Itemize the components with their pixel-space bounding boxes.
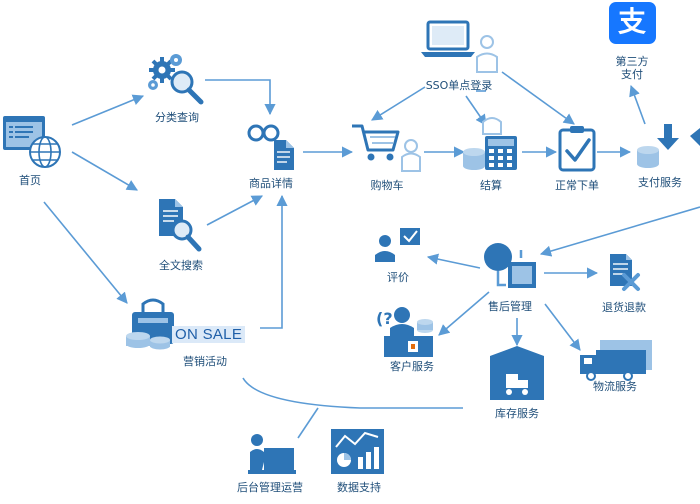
connectors (43, 71, 700, 439)
arrow-payment-to-alipay (629, 84, 646, 125)
arrow-aftersales-to-logistics (544, 303, 581, 351)
label-marketing: 营销活动 (183, 355, 227, 368)
after-sales-icon (484, 243, 536, 288)
label-customer-service: 客户服务 (390, 360, 434, 373)
return-refund-icon (610, 254, 640, 291)
label-logistics-service: 物流服务 (593, 380, 637, 393)
label-checkout: 结算 (480, 179, 502, 192)
alipay-logo-icon (609, 2, 656, 44)
calculator-coins-icon (463, 117, 517, 170)
arrow-home-to-marketing (43, 201, 128, 304)
arrow-aftersales-to-customer (438, 291, 490, 336)
label-category-query: 分类查询 (155, 111, 199, 124)
label-third-party-pay-1: 第三方 (615, 55, 649, 68)
label-place-order: 正常下单 (555, 179, 599, 192)
shopping-cart-icon (352, 124, 421, 172)
label-third-party-pay-2: 支付 (621, 68, 643, 81)
shopping-bag-icon (126, 298, 174, 350)
warehouse-icon (490, 346, 544, 400)
gear-magnifier-icon (148, 54, 204, 105)
label-sso-login: SSO单点登录 (425, 79, 493, 92)
product-detail-icon (247, 124, 294, 170)
alipay-glyph: 支 (617, 5, 647, 38)
clipboard-check-icon (558, 126, 596, 172)
arrow-home-to-category (71, 94, 145, 126)
label-payment-service: 支付服务 (638, 176, 682, 189)
payment-service-icon (637, 124, 700, 168)
label-return-refund: 退货退款 (602, 301, 646, 314)
arrow-sso-to-cart (371, 86, 426, 121)
arrow-user-to-order (501, 71, 575, 125)
label-inventory-service: 库存服务 (495, 407, 539, 420)
document-search-icon (159, 199, 202, 252)
svg-text:(?: (? (376, 309, 393, 328)
label-review: 评价 (387, 271, 409, 284)
truck-icon (580, 340, 652, 381)
arrow-aftersales-to-review (426, 253, 481, 269)
arrow-marketing-to-detail (260, 194, 288, 329)
arrow-category-to-detail (205, 79, 276, 116)
laptop-user-icon (421, 20, 498, 73)
backend-admin-icon (248, 434, 296, 474)
label-after-sales: 售后管理 (488, 300, 532, 313)
curve-backend-bus (242, 377, 463, 409)
label-fulltext-search: 全文搜索 (159, 259, 203, 272)
label-backend-ops: 后台管理运营 (237, 481, 303, 494)
home-icon (3, 116, 61, 168)
review-icon (375, 228, 420, 262)
on-sale-text: ON SALE (172, 326, 246, 343)
arrow-sso-to-checkout (465, 95, 487, 126)
customer-service-icon: (? (376, 307, 433, 357)
arrow-home-to-search (71, 151, 138, 191)
label-home: 首页 (19, 174, 41, 187)
arrow-payment-to-aftersales (539, 206, 700, 257)
line-bus-to-backend (297, 407, 319, 439)
label-product-detail: 商品详情 (249, 177, 293, 190)
label-data-support: 数据支持 (337, 481, 381, 494)
arrow-search-to-detail (206, 195, 263, 226)
label-cart: 购物车 (370, 179, 404, 192)
data-chart-icon (331, 429, 384, 474)
